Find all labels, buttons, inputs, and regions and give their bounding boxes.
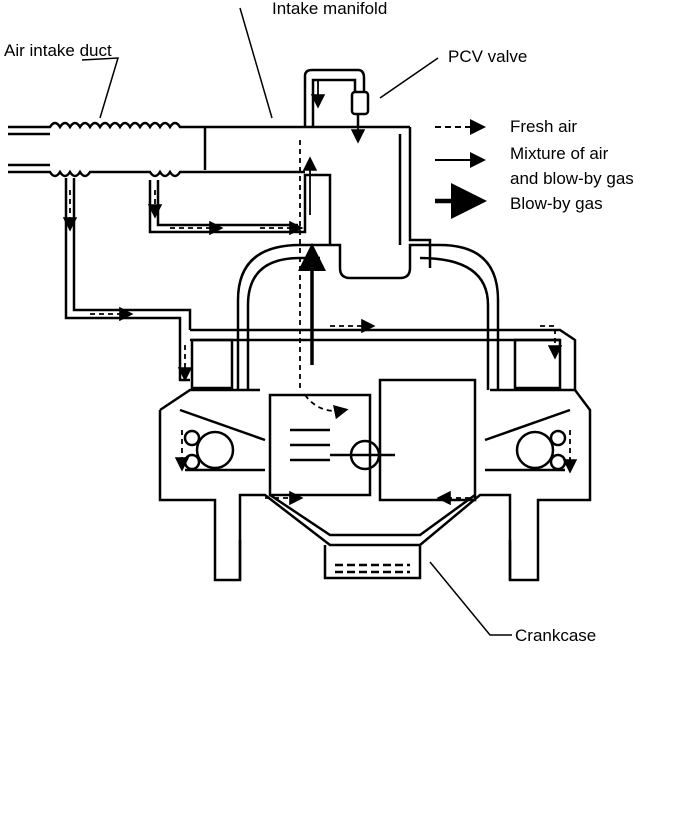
air-intake-duct-label: Air intake duct <box>4 41 112 60</box>
engine-block <box>158 243 592 582</box>
crankcase-label: Crankcase <box>515 626 597 645</box>
leader-lines <box>81 7 512 636</box>
legend-mixture-1: Mixture of air <box>510 144 609 163</box>
intake-manifold-label: Intake manifold <box>272 0 388 18</box>
flow-arrows <box>62 80 578 506</box>
crankcase-oil-pan <box>323 545 422 580</box>
legend-fresh-air: Fresh air <box>510 117 578 136</box>
legend-samples <box>435 119 487 219</box>
legend-blowby-gas: Blow-by gas <box>510 194 603 213</box>
air-intake-duct <box>8 121 410 178</box>
pcv-valve-label: PCV valve <box>448 47 528 66</box>
legend-mixture-2: and blow-by gas <box>510 169 634 188</box>
